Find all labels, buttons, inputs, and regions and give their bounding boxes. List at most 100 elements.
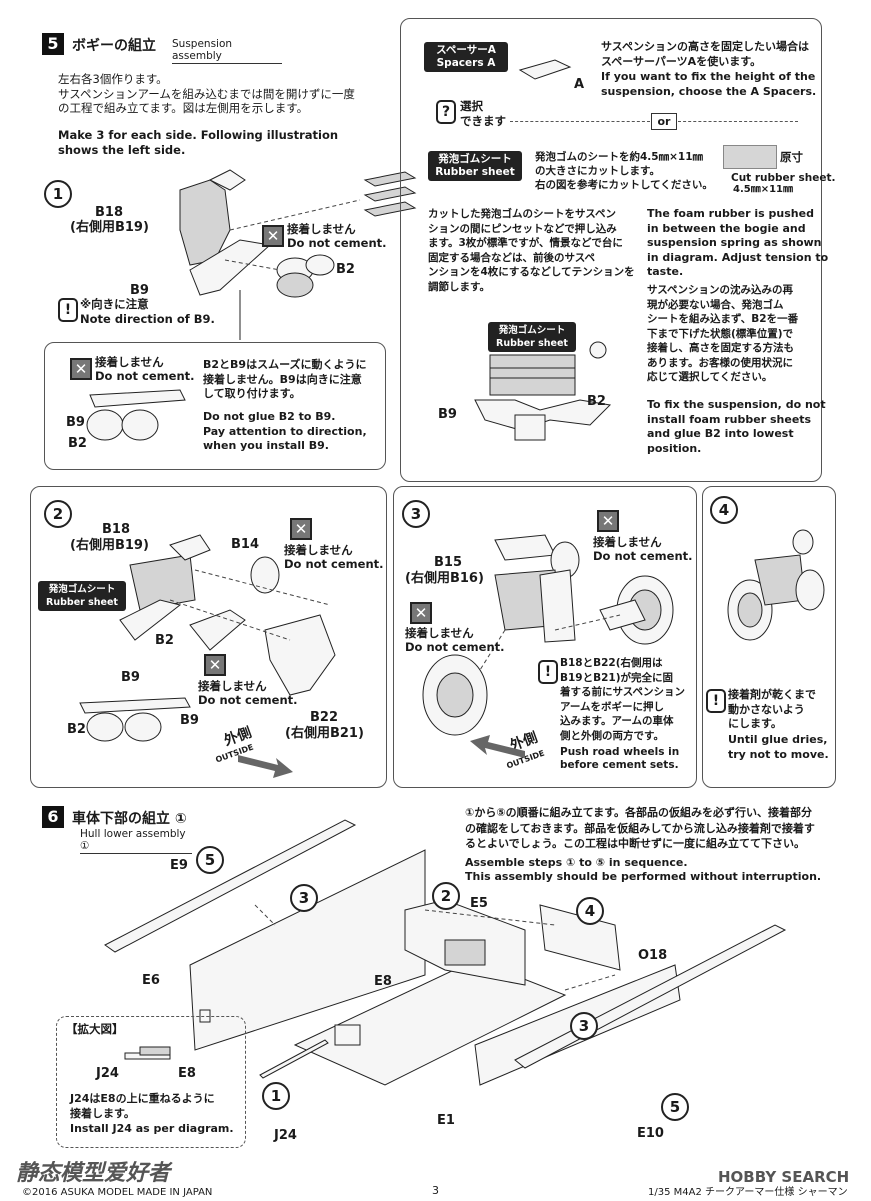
watermark-right: HOBBY SEARCH — [718, 1168, 850, 1186]
rubber-sample-swatch — [723, 145, 777, 169]
or-box: or — [651, 113, 677, 130]
section-6-title: 車体下部の組立 ① — [72, 811, 187, 827]
label-b18-step2: B18 — [102, 522, 130, 537]
label-e9: E9 — [170, 858, 188, 873]
no-cement-x-icon: ✕ — [262, 225, 284, 247]
push-note-en: The foam rubber is pushed in between the… — [647, 207, 829, 278]
label-e10: E10 — [637, 1126, 664, 1141]
step-2-panel — [30, 486, 387, 788]
spacer-a-tag: スペーサーA Spacers A — [424, 42, 508, 72]
step-4-drawing — [727, 529, 825, 641]
choice-dotted-line-2 — [678, 121, 798, 122]
label-e8-zoom: E8 — [178, 1066, 196, 1081]
no-cement-step3a-jp: 接着しません — [593, 535, 662, 549]
watermark-left: 静态模型爱好者 — [16, 1161, 171, 1186]
hull-step-4: 4 — [576, 897, 604, 925]
label-b15-right: (右側用B16) — [405, 571, 484, 586]
step-2-drawing — [119, 534, 336, 696]
section-6-subtitle: Hull lower assembly ① — [80, 828, 192, 854]
zoom-drawing — [124, 1046, 171, 1060]
step-2-circle: 2 — [44, 500, 72, 528]
wheel-note-jp: B18とB22(右側用は B19とB21)が完全に固 着する前にサスペンション … — [560, 657, 686, 742]
fix-note-en: To fix the suspension, do not install fo… — [647, 398, 826, 455]
glue-note-jp: 接着剤が乾くまで 動かさないよう にします。 — [728, 688, 816, 730]
cut-size: 4.5㎜×11㎜ — [733, 184, 794, 195]
glue-note-en: Until glue dries, try not to move. — [728, 733, 829, 761]
no-cement-label-detail: 接着しません — [95, 355, 164, 369]
label-b18: B18 — [95, 205, 123, 220]
section-5-title: ボギーの組立 — [72, 38, 156, 54]
bogie-step1-drawing — [179, 169, 417, 340]
label-b2-detail: B2 — [68, 436, 87, 451]
label-b14: B14 — [231, 537, 259, 552]
spacer-a-drawing — [518, 59, 572, 80]
direction-note-jp: ※向きに注意 — [80, 297, 149, 311]
label-b18-right: (右側用B19) — [70, 220, 149, 235]
zoom-detail-box — [56, 1016, 246, 1148]
section-5-intro-jp: 左右各3個作ります。 サスペンションアームを組み込むまでは間を開けずに一度 の工… — [58, 72, 355, 115]
label-e6: E6 — [142, 973, 160, 988]
label-b9-step2a: B9 — [121, 670, 140, 685]
label-b2-step1: B2 — [336, 262, 355, 277]
choice-label: 選択 できます — [460, 99, 506, 128]
fix-note-jp: サスペンションの沈み込みの再 現が必要ない場合、発泡ゴム シートを組み込まず、B… — [647, 284, 799, 383]
detail-note-en: Do not glue B2 to B9. Pay attention to d… — [203, 410, 367, 452]
no-cement-x-icon-step3a: ✕ — [597, 510, 619, 532]
direction-note-en: Note direction of B9. — [80, 312, 215, 326]
rubber-sheet-tag-step2: 発泡ゴムシート Rubber sheet — [38, 581, 126, 611]
section-6-number: 6 — [42, 806, 64, 828]
zoom-title: 【拡大図】 — [66, 1022, 124, 1036]
step-3-panel — [393, 486, 697, 788]
detail-arm-drawing — [86, 389, 186, 441]
label-e8: E8 — [374, 974, 392, 989]
section-5-number: 5 — [42, 33, 64, 55]
detail-note-jp: B2とB9はスムーズに動くように 接着しません。B9は向きに注意 して取り付けま… — [203, 358, 367, 400]
hull-step-3-left: 3 — [290, 884, 318, 912]
wheel-note-en: Push road wheels in before cement sets. — [560, 746, 680, 771]
page-number: 3 — [432, 1184, 439, 1197]
no-cement-step3b-en: Do not cement. — [405, 640, 505, 654]
choice-dotted-line — [510, 121, 650, 122]
label-j24-main: J24 — [274, 1128, 297, 1143]
no-cement-x-icon-step2a: ✕ — [290, 518, 312, 540]
no-cement-label-1: 接着しません — [287, 222, 356, 236]
label-b2-rubber: B2 — [587, 394, 606, 409]
label-e1: E1 — [437, 1113, 455, 1128]
rubber-sheet-tag: 発泡ゴムシート Rubber sheet — [428, 151, 522, 181]
label-j24-zoom: J24 — [96, 1066, 119, 1081]
no-cement-step2a-jp: 接着しません — [284, 543, 353, 557]
rubber-cut-jp: 発泡ゴムのシートを約4.5㎜×11㎜ の大きさにカットします。 右の図を参考にカ… — [535, 151, 713, 191]
step-2-arm-drawing — [79, 697, 191, 742]
label-b22: B22 — [310, 710, 338, 725]
label-b9-step2b: B9 — [180, 713, 199, 728]
suspension-options-panel — [400, 18, 822, 482]
section-6-note-jp: ①から⑤の順番に組み立てます。各部品の仮組みを必ず行い、接着部分 の確認をしてお… — [465, 806, 815, 850]
zoom-note-en: Install J24 as per diagram. — [70, 1122, 234, 1135]
no-cement-step3a-en: Do not cement. — [593, 549, 693, 563]
label-b2-step2: B2 — [155, 633, 174, 648]
cut-label-en: Cut rubber sheet. — [731, 172, 836, 184]
caution-icon-step3: ! — [538, 660, 558, 684]
label-b9-step1: B9 — [130, 283, 149, 298]
step-3-drawing — [422, 534, 674, 736]
label-b9-detail: B9 — [66, 415, 85, 430]
no-cement-x-icon-detail: ✕ — [70, 358, 92, 380]
detail-panel-step1 — [44, 342, 386, 470]
no-cement-step2b-jp: 接着しません — [198, 679, 267, 693]
push-note-jp: カットした発泡ゴムのシートをサスペン ションの間にピンセットなどで押し込み ます… — [428, 208, 635, 293]
step-4-panel — [702, 486, 836, 788]
label-e5: E5 — [470, 896, 488, 911]
hull-step-2: 2 — [432, 882, 460, 910]
caution-icon: ! — [58, 298, 78, 322]
step-1-circle: 1 — [44, 180, 72, 208]
label-b15: B15 — [434, 555, 462, 570]
step-3-circle: 3 — [402, 500, 430, 528]
zoom-note-jp: J24はE8の上に重ねるように 接着します。 — [70, 1092, 215, 1120]
choice-icon: ? — [436, 100, 456, 124]
hull-step-3-right: 3 — [570, 1012, 598, 1040]
hull-step-1: 1 — [262, 1082, 290, 1110]
section-6-note-en: Assemble steps ① to ⑤ in sequence. This … — [465, 856, 822, 883]
section-5-subtitle: Suspension assembly — [172, 38, 282, 64]
spacer-note-en: If you want to fix the height of the sus… — [601, 70, 817, 98]
no-cement-step3b-jp: 接着しません — [405, 626, 474, 640]
